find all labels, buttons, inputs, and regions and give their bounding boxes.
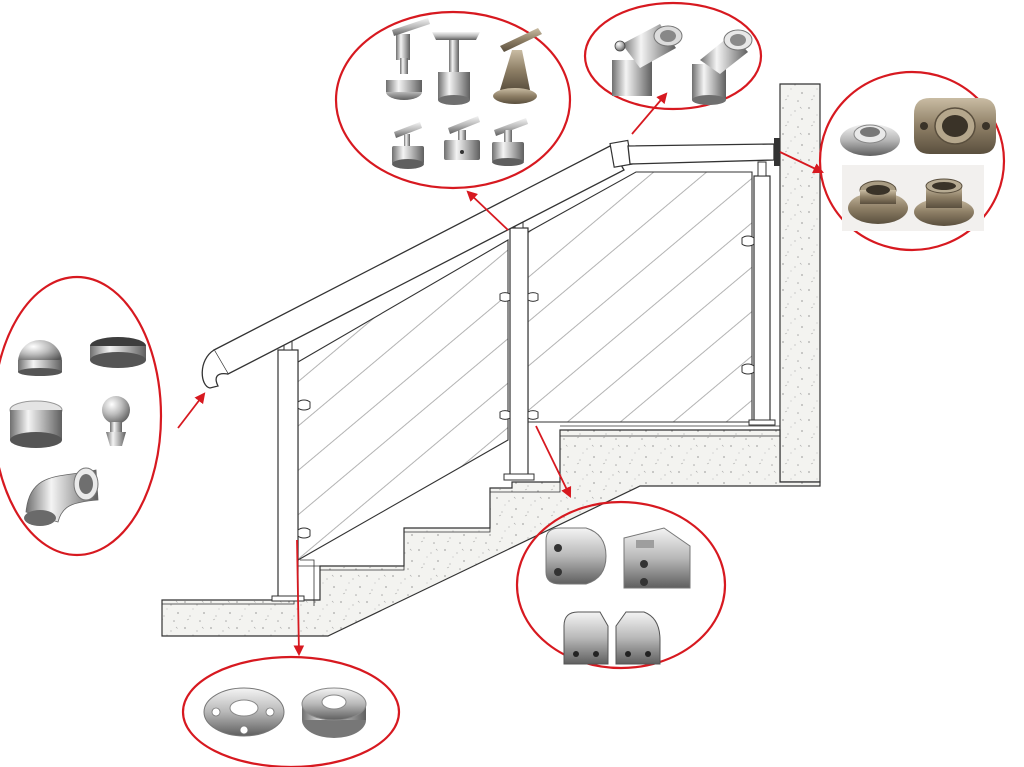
flange-icon <box>914 98 996 154</box>
callout-arrows <box>177 92 824 657</box>
glass-clamp-icon <box>615 611 661 665</box>
clamp-markers <box>297 235 755 539</box>
cover-plate-icon <box>301 687 367 738</box>
callout-wall-flanges <box>840 98 996 231</box>
concrete-stair <box>161 425 821 637</box>
callout-end-caps <box>9 337 146 526</box>
glass-clamp-icon <box>563 611 609 665</box>
post-middle <box>503 215 535 481</box>
dome-cap-icon <box>18 340 62 376</box>
elbow-joint-icon <box>692 29 753 105</box>
concrete-wall <box>779 83 821 483</box>
bracket-icon <box>493 28 542 104</box>
bracket-icon <box>392 122 424 169</box>
glass-clamp-icon <box>545 527 607 585</box>
ball-finial-icon <box>102 396 130 446</box>
base-plate-icon <box>203 687 285 737</box>
elbow-joint-icon <box>612 24 683 96</box>
bracket-icon <box>444 116 480 160</box>
glass-panel-lower <box>297 239 509 561</box>
callout-base-plates <box>203 687 367 738</box>
callout-glass-clamps <box>545 527 691 665</box>
flat-cap-icon <box>90 337 146 368</box>
handrail <box>201 138 780 389</box>
bracket-icon <box>432 32 480 105</box>
elbow-icon <box>24 467 99 526</box>
flange-icon <box>848 180 908 224</box>
callout-handrail-brackets <box>386 18 542 169</box>
flat-cap-icon <box>9 400 63 448</box>
post-right <box>748 161 776 426</box>
flange-icon <box>914 178 974 226</box>
bracket-icon <box>386 18 430 100</box>
flange-icon <box>840 124 900 156</box>
glass-panel-upper <box>527 171 753 423</box>
glass-clamp-icon <box>623 527 691 589</box>
callout-adjustable-elbows <box>612 24 753 105</box>
bracket-icon <box>492 118 528 166</box>
